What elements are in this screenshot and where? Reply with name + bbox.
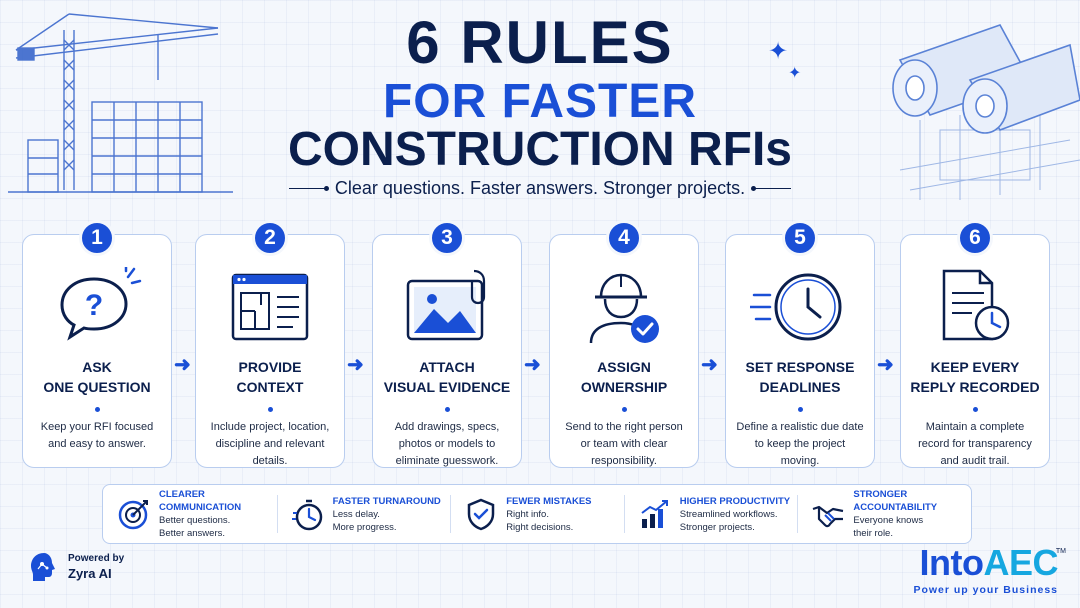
arrow-right-icon: ➜ xyxy=(174,354,191,376)
benefit-line: Better questions. xyxy=(159,515,231,526)
step-number-badge: 1 xyxy=(79,220,115,256)
benefit-faster-turnaround: FASTER TURNAROUND Less delay. More progr… xyxy=(276,485,451,543)
trademark-mark: TM xyxy=(1055,548,1066,555)
crane-building-illustration xyxy=(8,13,233,193)
benefit-line: Streamlined workflows. xyxy=(679,508,778,520)
title-line-1: 6 RULES xyxy=(406,9,674,76)
question-bubble-icon: ? xyxy=(60,267,142,341)
shield-check-icon xyxy=(467,498,495,531)
title-line-2: FOR FASTER xyxy=(382,75,697,128)
brand-wordmark: IntoAEC xyxy=(919,542,1059,583)
step-title: KEEP EVERY REPLY RECORDED xyxy=(910,359,1040,395)
benefit-stronger-accountability: STRONGER ACCOUNTABILITY Everyone knows t… xyxy=(797,485,971,543)
target-icon xyxy=(118,500,148,530)
benefit-line: their role. xyxy=(853,528,893,539)
benefit-line: Right info. xyxy=(506,508,549,520)
title-line-3: CONSTRUCTION RFIs xyxy=(288,123,792,176)
powered-by: Powered by Zyra AI xyxy=(26,550,124,584)
powered-label: Powered by xyxy=(68,553,125,564)
step-title: SET RESPONSE DEADLINES xyxy=(745,359,855,395)
step-description: Add drawings, specs, photos or models to… xyxy=(394,421,500,467)
handshake-icon xyxy=(813,505,844,528)
worker-check-icon xyxy=(589,273,659,344)
svg-text:?: ? xyxy=(85,289,103,322)
document-history-icon xyxy=(942,269,1010,341)
benefit-line: Better answers. xyxy=(159,528,225,539)
arrow-right-icon: ➜ xyxy=(347,354,364,376)
step-description: Maintain a complete record for transpare… xyxy=(918,421,1032,467)
step-divider-dot xyxy=(972,407,978,412)
benefit-title: FASTER TURNAROUND xyxy=(332,495,441,507)
step-number-badge: 3 xyxy=(429,220,465,256)
step-description: Include project, location, discipline an… xyxy=(210,421,330,467)
benefit-line: Everyone knows xyxy=(853,515,924,526)
benefit-title: CLEARER COMMUNICATION xyxy=(159,489,242,513)
step-title: ATTACH VISUAL EVIDENCE xyxy=(383,359,511,395)
step-divider-dot xyxy=(621,407,627,412)
benefit-title: STRONGER ACCOUNTABILITY xyxy=(853,489,938,513)
benefit-line: Stronger projects. xyxy=(679,521,755,533)
clock-icon xyxy=(750,273,842,341)
intoaec-logo: TM IntoAEC Power up your Business xyxy=(906,542,1066,597)
benefit-line: More progress. xyxy=(332,521,397,533)
step-title: ASSIGN OWNERSHIP xyxy=(580,359,668,395)
step-number-badge: 2 xyxy=(252,220,288,256)
step-divider-dot xyxy=(267,407,273,412)
sparkle-icon: ✦ xyxy=(768,38,789,65)
steps-row: ? ASK ONE QUESTION Keep your RFI focused… xyxy=(0,220,1080,472)
step-divider-dot xyxy=(444,407,450,412)
benefit-title: FEWER MISTAKES xyxy=(506,495,592,507)
step-card-1: ? ASK ONE QUESTION Keep your RFI focused… xyxy=(22,234,172,468)
step-card-6: KEEP EVERY REPLY RECORDED Maintain a com… xyxy=(900,234,1050,468)
brand-tagline: Power up your Business xyxy=(913,584,1058,596)
sparkle-icon: ✦ xyxy=(788,65,802,82)
subtitle-divider-left xyxy=(288,186,329,191)
bar-chart-icon xyxy=(641,500,668,528)
step-card-2: PROVIDE CONTEXT Include project, locatio… xyxy=(195,234,345,468)
step-number-badge: 6 xyxy=(957,220,993,256)
step-number-badge: 5 xyxy=(782,220,818,256)
step-description: Send to the right person or team with cl… xyxy=(565,421,683,467)
benefit-higher-productivity: HIGHER PRODUCTIVITY Streamlined workflow… xyxy=(623,485,798,543)
benefit-fewer-mistakes: FEWER MISTAKES Right info. Right decisio… xyxy=(450,485,624,543)
step-divider-dot xyxy=(94,407,100,412)
image-attachment-icon xyxy=(406,269,486,341)
benefits-bar: CLEARER COMMUNICATION Better questions. … xyxy=(102,484,972,544)
benefit-line: Less delay. xyxy=(332,508,380,520)
ai-head-icon xyxy=(31,553,55,581)
step-description: Define a realistic due date to keep the … xyxy=(736,421,864,467)
arrow-right-icon: ➜ xyxy=(877,354,894,376)
benefit-title: HIGHER PRODUCTIVITY xyxy=(679,495,791,507)
step-description: Keep your RFI focused and easy to answer… xyxy=(40,421,154,450)
step-card-3: ATTACH VISUAL EVIDENCE Add drawings, spe… xyxy=(372,234,522,468)
step-title: ASK ONE QUESTION xyxy=(43,359,151,395)
subtitle-divider-right xyxy=(751,186,792,191)
step-card-5: SET RESPONSE DEADLINES Define a realisti… xyxy=(725,234,875,468)
step-number-badge: 4 xyxy=(606,220,642,256)
benefit-line: Right decisions. xyxy=(506,521,574,533)
subtitle-row: Clear questions. Faster answers. Stronge… xyxy=(0,178,1080,199)
subtitle: Clear questions. Faster answers. Stronge… xyxy=(334,178,746,198)
step-title: PROVIDE CONTEXT xyxy=(236,359,304,395)
step-card-4: ASSIGN OWNERSHIP Send to the right perso… xyxy=(549,234,699,468)
stopwatch-icon xyxy=(291,499,322,531)
step-divider-dot xyxy=(797,407,803,412)
blueprint-rolls-illustration xyxy=(892,24,1080,200)
floorplan-window-icon xyxy=(231,273,309,341)
powered-name: Zyra AI xyxy=(68,566,112,581)
arrow-right-icon: ➜ xyxy=(524,354,541,376)
benefit-clearer-communication: CLEARER COMMUNICATION Better questions. … xyxy=(103,485,277,543)
arrow-right-icon: ➜ xyxy=(701,354,718,376)
